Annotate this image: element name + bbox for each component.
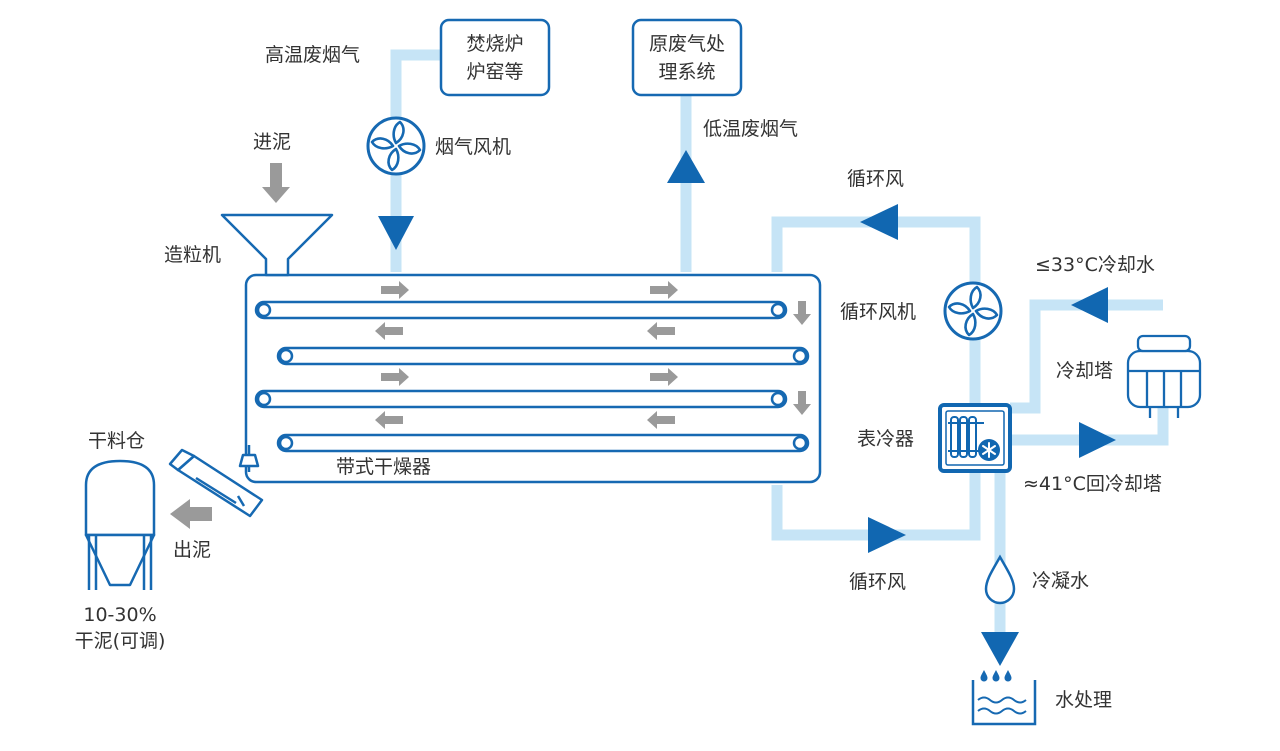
water-treatment-icon [971, 670, 1037, 726]
flow-left-arrow [375, 411, 403, 429]
flow-right-arrow [381, 368, 409, 386]
return-water-right-arrow [1079, 422, 1116, 458]
gas-treatment-box [631, 18, 743, 97]
flow-left-arrow [647, 411, 675, 429]
low-gas-label: 低温废烟气 [703, 118, 799, 140]
belt-2 [276, 346, 810, 366]
flow-left-arrow [647, 322, 675, 340]
gas-treatment-line-1: 原废气处 [648, 32, 725, 55]
cooling-water-in-label: ≤33°C冷却水 [1035, 254, 1155, 276]
cooling-tower-icon [1126, 334, 1202, 418]
flow-right-arrow [650, 368, 678, 386]
flue-fan-label: 烟气风机 [435, 136, 512, 158]
surface-cooler-icon [938, 403, 1012, 473]
gas-treatment-label: 原废气处 理系统 [633, 20, 741, 95]
surface-cooler-label: 表冷器 [857, 428, 915, 450]
circulation-fan-icon [943, 281, 1003, 341]
condensate-label: 冷凝水 [1032, 570, 1090, 592]
sludge-out-label: 出泥 [173, 539, 212, 561]
hot-gas-down-arrow [378, 216, 414, 250]
water-treatment-label: 水处理 [1055, 689, 1113, 711]
gas-flow-arrows [378, 150, 1116, 666]
cooling-water-left-arrow [1071, 287, 1108, 323]
incinerator-label: 焚烧炉 炉窑等 [441, 20, 549, 95]
return-water-label: ≈41°C回冷却塔 [1023, 473, 1162, 495]
incinerator-box [439, 18, 551, 97]
material-flow-arrows [170, 163, 811, 529]
circ-air-left-arrow [860, 204, 898, 240]
belt-dryer-label: 带式干燥器 [336, 456, 432, 478]
conveyor-belts [254, 300, 810, 453]
hopper-icon [220, 213, 334, 277]
sludge-out-arrow [170, 499, 212, 529]
incinerator-line-2: 炉窑等 [466, 60, 524, 83]
dry-silo-label: 干料仓 [88, 430, 146, 452]
flow-left-arrow [375, 322, 403, 340]
flow-down-arrow [793, 301, 811, 325]
low-gas-up-arrow [667, 150, 705, 183]
incinerator-line-1: 焚烧炉 [466, 32, 524, 55]
granulator-label: 造粒机 [164, 244, 222, 266]
screw-conveyor-icon [168, 445, 264, 518]
circ-air-top-label: 循环风 [847, 168, 905, 190]
dry-adjust-label: 干泥(可调) [74, 630, 166, 652]
dry-percent-label: 10-30% [83, 604, 157, 626]
hot-gas-label: 高温废烟气 [265, 44, 361, 66]
fan-icon [366, 116, 426, 176]
flow-right-arrow [381, 281, 409, 299]
circ-fan-label: 循环风机 [840, 301, 917, 323]
silo-icon [84, 459, 156, 590]
belt-dryer-body [244, 273, 822, 484]
return-water-pipe [1010, 405, 1169, 446]
condensate-down-arrow [981, 632, 1019, 666]
belt-3 [254, 389, 788, 409]
belt-1 [254, 300, 788, 320]
cooling-tower-label: 冷却塔 [1056, 360, 1114, 382]
circ-air-bottom-label: 循环风 [849, 571, 907, 593]
belt-4 [276, 433, 810, 453]
circ-air-right-arrow [868, 517, 906, 553]
flow-down-arrow [793, 391, 811, 415]
hot-gas-pipe [390, 49, 443, 272]
sludge-in-label: 进泥 [253, 131, 292, 153]
sludge-in-arrow [262, 163, 290, 203]
gas-treatment-line-2: 理系统 [658, 60, 716, 83]
water-drop-icon [984, 554, 1016, 605]
flow-right-arrow [650, 281, 678, 299]
